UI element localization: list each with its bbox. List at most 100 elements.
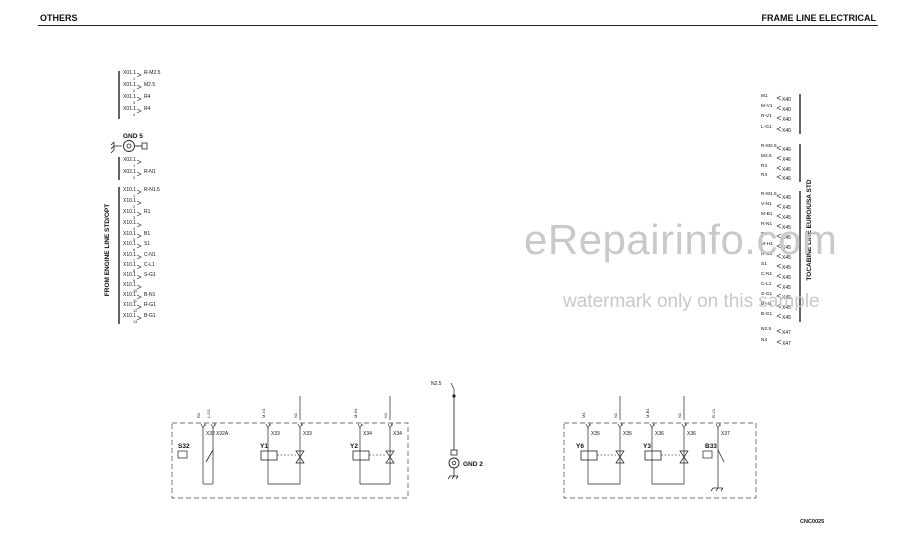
right-connector-name: X47	[782, 330, 791, 336]
left-connector-pin: 4	[133, 113, 135, 117]
pin-arrow-icon	[136, 211, 142, 217]
right-connector-name: X46	[782, 176, 791, 182]
left-connector-name: X01.1	[123, 106, 136, 112]
bottom-connector-name: X34	[363, 431, 372, 437]
component-label: Y2	[350, 443, 358, 450]
bottom-connector-name: X36	[655, 431, 664, 437]
left-connector-pin: 13	[133, 320, 137, 324]
bottom-connector-pin: 2	[621, 423, 623, 427]
dashed-boxes	[171, 422, 757, 499]
left-connector-pin: 3	[133, 101, 135, 105]
switch-contact-icon	[205, 449, 214, 463]
pin-arrow-icon	[776, 145, 782, 151]
pin-arrow-icon	[776, 223, 782, 229]
right-connector-name: X45	[782, 255, 791, 261]
left-connector-block: X01.11R-M2.5X01.12M2.5X01.13R4X01.14R4X0…	[118, 70, 161, 324]
bottom-connector-pin: 1	[589, 423, 591, 427]
pin-arrow-icon	[776, 213, 782, 219]
component-box-left	[171, 422, 409, 499]
left-connector-name: X10.1	[123, 209, 136, 215]
component-label: Y6	[576, 443, 584, 450]
pin-arrow-icon	[776, 283, 782, 289]
gnd5-label: GND 5	[123, 133, 143, 140]
left-connector-name: X10.1	[123, 302, 136, 308]
pin-arrow-icon	[776, 126, 782, 132]
left-connector-pin: 5	[133, 238, 135, 242]
component-box-right	[563, 422, 757, 499]
bottom-connector-name: X32	[206, 431, 215, 437]
bottom-wire-label: N1	[677, 412, 682, 418]
solenoid-coil-icon	[580, 450, 598, 461]
right-wire-label: R-M2.5	[761, 143, 777, 149]
right-connector-name: X45	[782, 265, 791, 271]
gnd5-terminal: GND 5	[110, 133, 148, 154]
right-group-label: TOCABINE LINE EURO/USA STD	[806, 179, 813, 280]
left-connector-name: X10.1	[123, 292, 136, 298]
right-wire-label: C-N1	[761, 271, 773, 277]
right-connector-name: X45	[782, 295, 791, 301]
pin-arrow-icon	[776, 95, 782, 101]
component-label: S32	[178, 443, 190, 450]
bottom-wire-label: R1	[196, 412, 201, 418]
left-connector-pin: 9	[133, 279, 135, 283]
right-wire-label: L-G1	[761, 124, 772, 130]
left-connector-name: X10.1	[123, 282, 136, 288]
right-connector-name: X45	[782, 305, 791, 311]
left-connector-pin: 2	[133, 89, 135, 93]
left-wire-label: C-N1	[144, 252, 156, 258]
left-connector-name: X10.1	[123, 241, 136, 247]
valve-icon	[679, 450, 689, 464]
right-connector-name: X45	[782, 225, 791, 231]
bottom-connector-pin: 2	[214, 423, 216, 427]
bottom-connector-pin: 1	[719, 423, 721, 427]
bottom-connector-pin: 2	[391, 423, 393, 427]
solenoid-coil-icon	[352, 450, 370, 461]
right-wire-label: R-G1	[761, 251, 773, 257]
diagram-code: CNC0025	[800, 519, 824, 525]
right-wire-label: N2.5	[761, 326, 771, 332]
left-wire-label: R-N1	[144, 169, 156, 175]
right-connector-name: X45	[782, 245, 791, 251]
right-connector-name: X45	[782, 275, 791, 281]
pin-arrow-icon	[776, 263, 782, 269]
pin-arrow-icon	[136, 84, 142, 90]
left-wire-label: R-M2.5	[144, 70, 161, 76]
right-wire-label: M-H1	[761, 241, 773, 247]
gnd2-label: GND 2	[463, 461, 483, 468]
pin-arrow-icon	[136, 274, 142, 280]
right-connector-name: X40	[782, 97, 791, 103]
bottom-connector-name: X35	[623, 431, 632, 437]
header-rule	[38, 25, 878, 26]
watermark-sub: watermark only on this sample	[563, 291, 820, 312]
left-connector-name: X02.1	[123, 157, 136, 163]
right-connector-name: X40	[782, 107, 791, 113]
pin-arrow-icon	[136, 96, 142, 102]
left-connector-pin: 8	[133, 269, 135, 273]
pin-arrow-icon	[776, 203, 782, 209]
bottom-connector-name: X32A	[216, 431, 229, 437]
gnd2-terminal: GND 2	[447, 396, 483, 480]
pin-arrow-icon	[776, 115, 782, 121]
right-wire-label: R1	[761, 231, 767, 237]
left-connector-name: X10.1	[123, 252, 136, 258]
pin-arrow-icon	[776, 339, 782, 345]
watermark-main: eRepairinfo.com	[524, 216, 838, 263]
left-connector-pin: 11	[133, 299, 137, 303]
bottom-connector-pin: 2	[685, 423, 687, 427]
left-wire-label: M2.5	[144, 82, 155, 88]
left-connector-pin: 2	[133, 176, 135, 180]
bottom-wire-label: N1	[383, 412, 388, 418]
right-connector-name: X45	[782, 195, 791, 201]
left-connector-pin: 1	[133, 77, 135, 81]
right-connector-name: X45	[782, 205, 791, 211]
bottom-connectors: R11X32L-G12X32AM-V11X33N12X33M-H11X34N12…	[196, 407, 730, 484]
ground-hatch-icon	[447, 468, 459, 480]
left-connector-name: X10.1	[123, 313, 136, 319]
pin-arrow-icon	[136, 171, 142, 177]
bottom-wire-label: M-B1	[645, 408, 650, 418]
right-wire-label: B-H1	[761, 301, 772, 307]
pin-arrow-icon	[776, 174, 782, 180]
right-wire-label: B-G1	[761, 311, 773, 317]
